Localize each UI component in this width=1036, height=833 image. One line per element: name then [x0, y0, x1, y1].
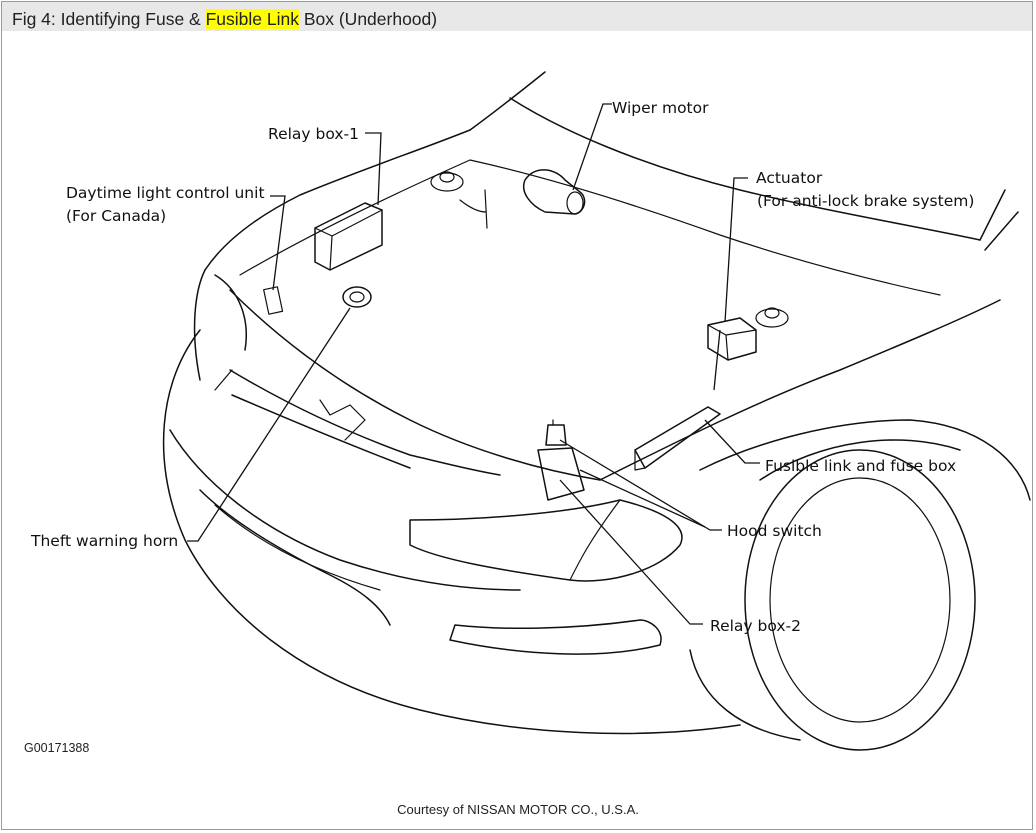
- label-hood-switch: Hood switch: [727, 522, 822, 540]
- label-theft-warning-horn: Theft warning horn: [30, 532, 178, 550]
- figure-title: Fig 4: Identifying Fuse & Fusible Link B…: [12, 9, 437, 30]
- label-daytime-light-line2: (For Canada): [66, 207, 166, 225]
- courtesy-credit: Courtesy of NISSAN MOTOR CO., U.S.A.: [397, 802, 639, 817]
- label-actuator-line1: Actuator: [756, 169, 823, 187]
- label-fusible-link-fuse-box: Fusible link and fuse box: [765, 457, 956, 475]
- label-daytime-light-line1: Daytime light control unit: [66, 184, 265, 202]
- label-actuator-line2: (For anti-lock brake system): [757, 192, 974, 210]
- title-highlight: Fusible Link: [205, 9, 299, 29]
- label-relay-box-1: Relay box-1: [268, 125, 359, 143]
- leader-lines: [187, 103, 760, 625]
- figure-code: G00171388: [24, 741, 90, 755]
- label-wiper-motor: Wiper motor: [612, 99, 709, 117]
- title-suffix: Box (Underhood): [298, 9, 438, 29]
- label-relay-box-2: Relay box-2: [710, 617, 801, 635]
- car-drawing: [162, 71, 1031, 751]
- title-prefix: Fig 4: Identifying Fuse &: [12, 9, 206, 29]
- title-bar: Fig 4: Identifying Fuse & Fusible Link B…: [2, 2, 1032, 31]
